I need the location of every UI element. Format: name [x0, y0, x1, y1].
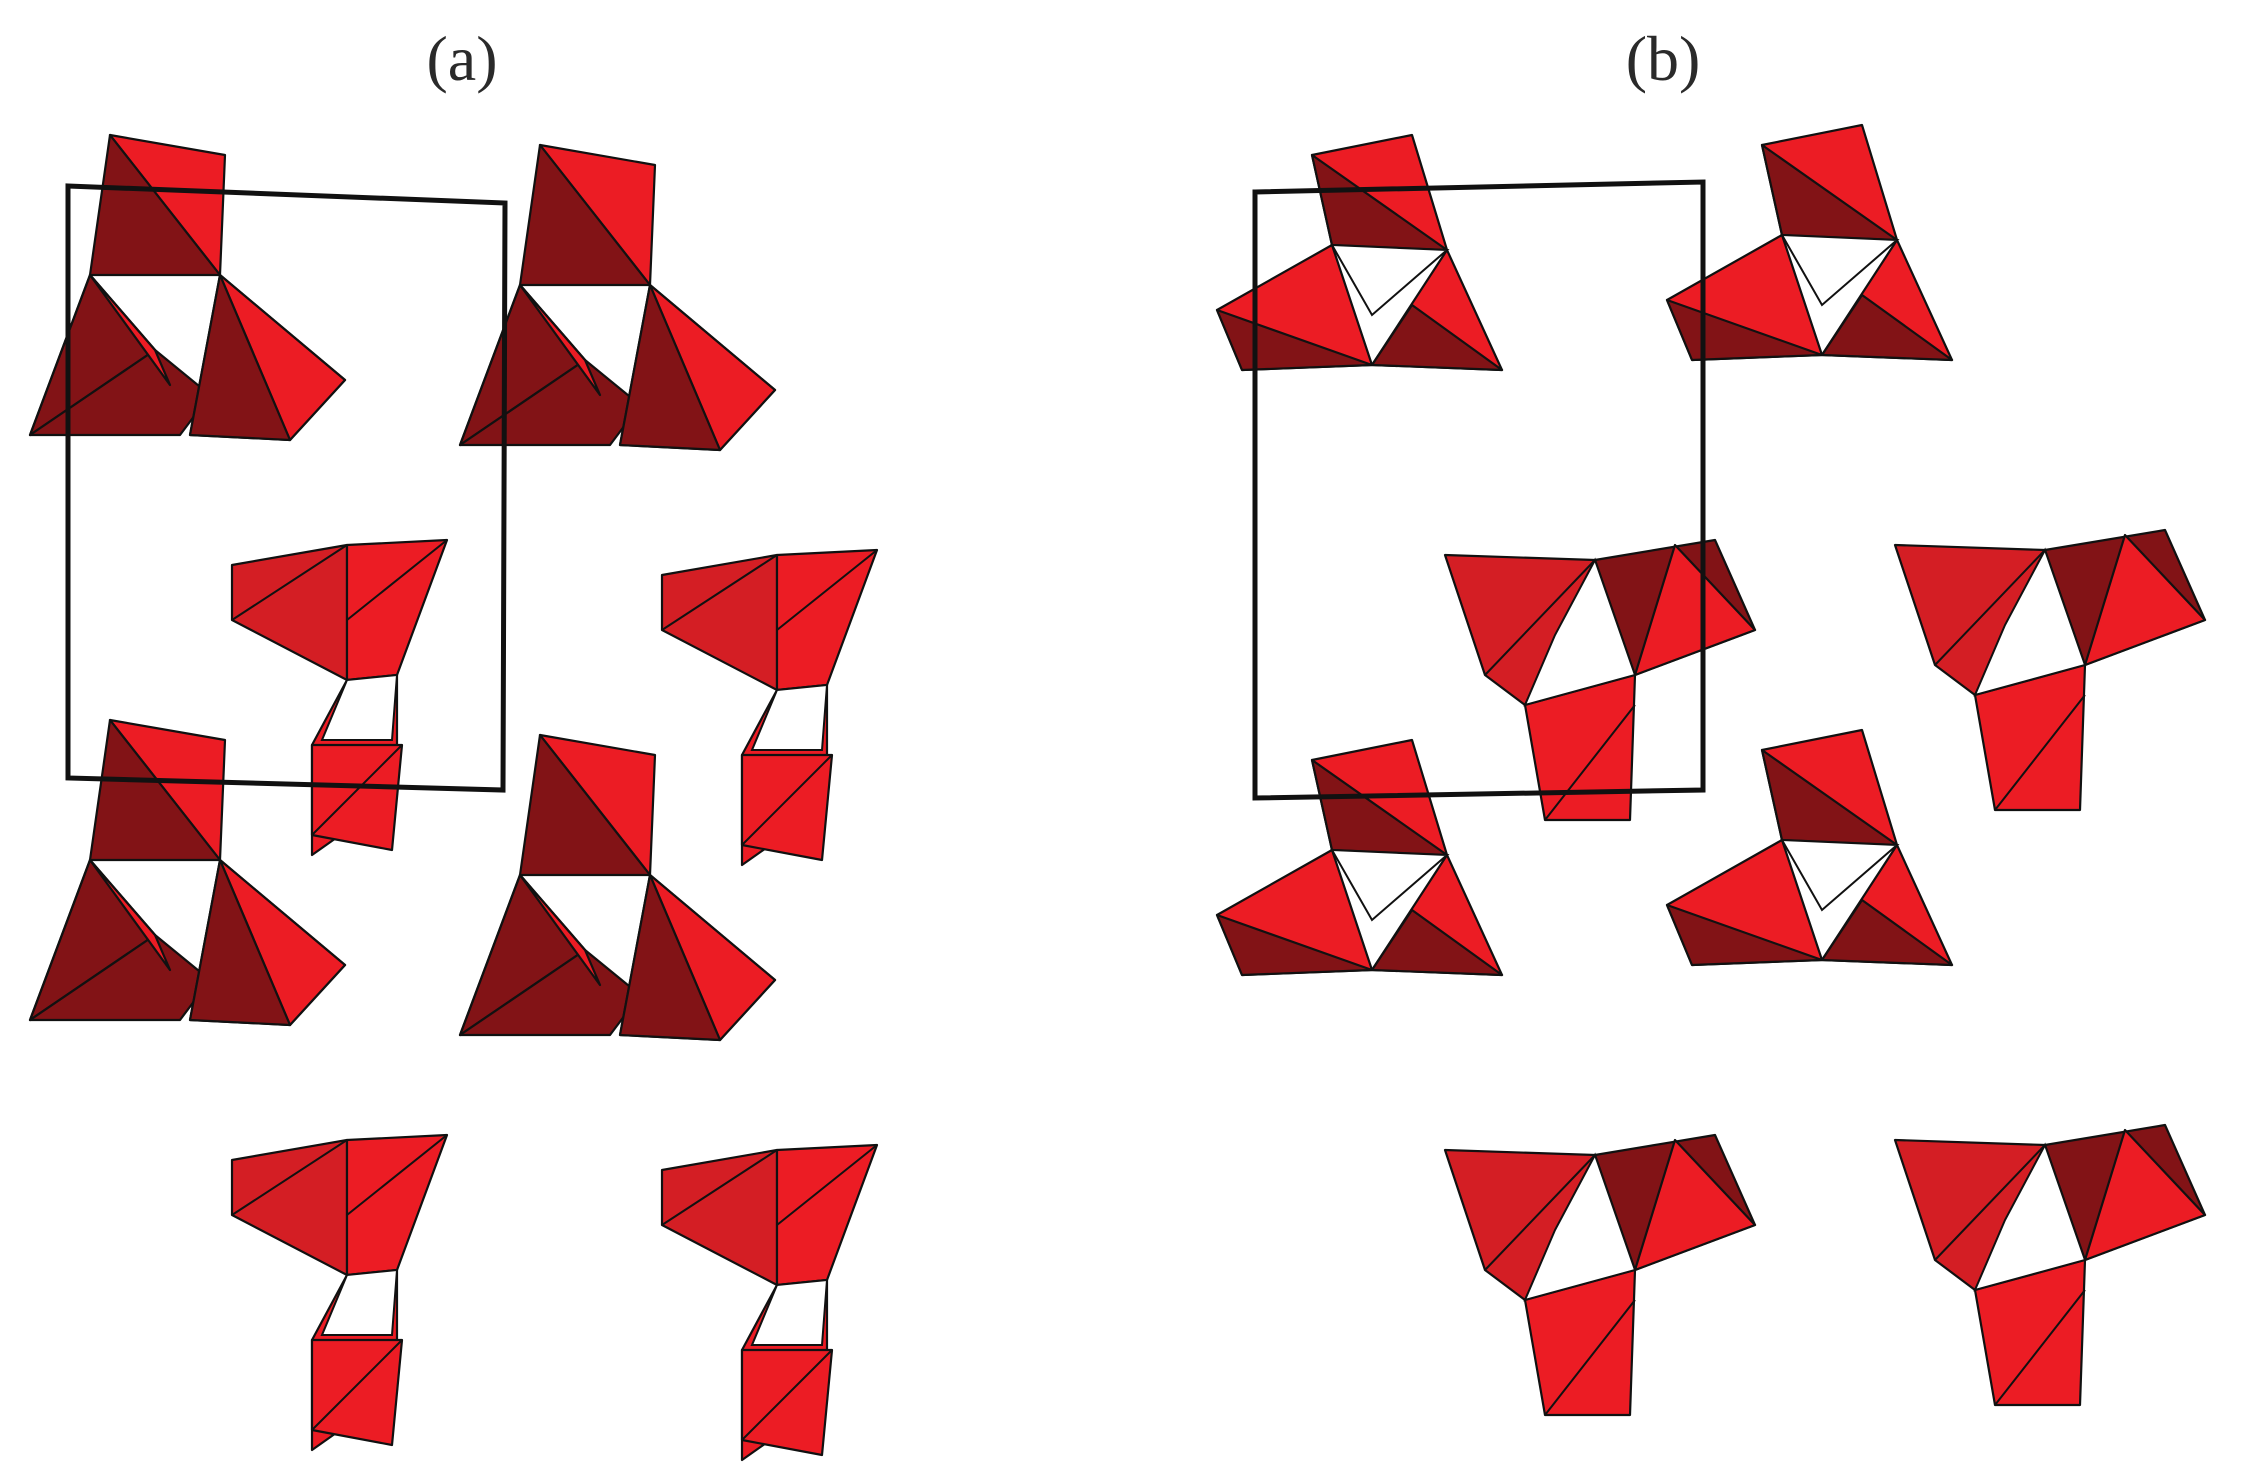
- polyhedra-cluster: [1665, 123, 1954, 362]
- panel-a-label: (a): [426, 23, 497, 94]
- panel-a: [28, 133, 879, 1462]
- polyhedra-group: [28, 133, 879, 1462]
- polyhedra-cluster: [1215, 738, 1504, 977]
- panel-b: [1215, 123, 2207, 1417]
- polyhedra-cluster: [230, 538, 449, 857]
- unit-cell-box: [65, 183, 508, 793]
- polyhedra-cluster: [458, 733, 777, 1042]
- polyhedra-cluster: [660, 1143, 879, 1462]
- polyhedra-cluster: [1893, 528, 2207, 812]
- polyhedra-cluster: [28, 718, 347, 1027]
- polyhedra-cluster: [28, 133, 347, 442]
- polyhedra-cluster: [1215, 133, 1504, 372]
- polyhedra-cluster: [1443, 538, 1757, 822]
- polyhedra-group: [1215, 123, 2207, 1417]
- unit-cell-box: [1252, 179, 1706, 801]
- polyhedra-cluster: [458, 143, 777, 452]
- polyhedra-cluster: [1893, 1123, 2207, 1407]
- polyhedra-cluster: [1443, 1133, 1757, 1417]
- polyhedra-cluster: [230, 1133, 449, 1452]
- polyhedra-cluster: [660, 548, 879, 867]
- polyhedra-cluster: [1665, 728, 1954, 967]
- panel-b-label: (b): [1626, 23, 1701, 94]
